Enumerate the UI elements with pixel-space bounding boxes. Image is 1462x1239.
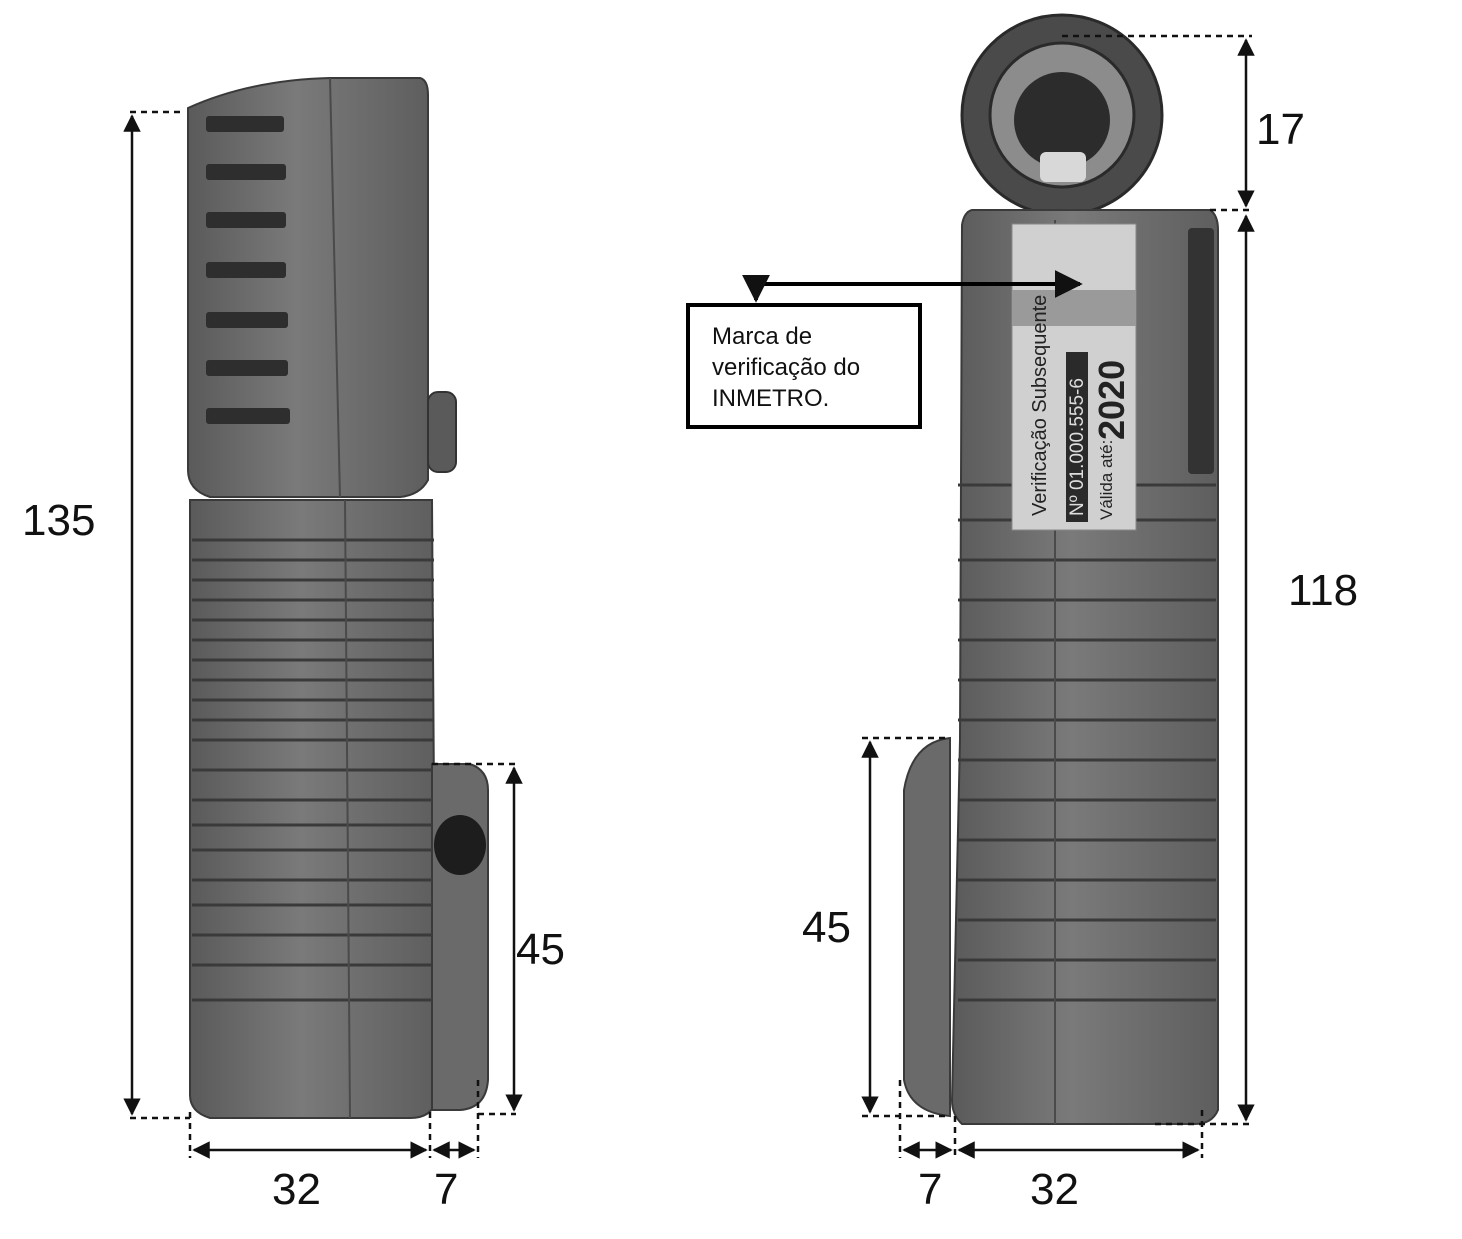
callout-line-3: INMETRO. bbox=[712, 385, 830, 412]
right-width-main-label: 32 bbox=[1030, 1165, 1079, 1214]
right-height-bottom-label: 45 bbox=[802, 903, 851, 952]
right-height-top-label: 17 bbox=[1256, 105, 1305, 154]
left-device-cap bbox=[187, 77, 429, 498]
left-device bbox=[187, 77, 489, 1119]
right-width-side-label: 7 bbox=[918, 1165, 942, 1214]
left-device-body bbox=[189, 499, 438, 1119]
right-height-main-label: 118 bbox=[1288, 566, 1358, 615]
sticker-validity-label: Válida até: bbox=[1097, 440, 1116, 520]
callout-arrow bbox=[742, 270, 1083, 303]
body-ribs bbox=[192, 538, 434, 1002]
sticker-line2: Nº 01.000.555-6 bbox=[1067, 378, 1088, 516]
left-width-side-label: 7 bbox=[434, 1165, 458, 1214]
left-width-main-label: 32 bbox=[272, 1165, 321, 1214]
inmetro-sticker: Verificação Subsequente Nº 01.000.555-6 … bbox=[1011, 223, 1137, 531]
vent-slots bbox=[206, 116, 290, 424]
side-knob bbox=[427, 391, 457, 473]
strap-knot bbox=[434, 815, 486, 875]
sticker-year: 2020 bbox=[1091, 360, 1132, 440]
right-device-side-block bbox=[903, 736, 951, 1118]
sticker-line1: Verificação Subsequente bbox=[1029, 295, 1051, 516]
right-dimensions bbox=[861, 34, 1255, 1159]
front-ribs bbox=[958, 483, 1216, 1002]
callout-line-2: verificação do bbox=[712, 354, 861, 381]
left-dimensions bbox=[123, 110, 523, 1159]
inmetro-callout-box: Marca de verificação do INMETRO. bbox=[686, 303, 922, 429]
right-device: Verificação Subsequente Nº 01.000.555-6 … bbox=[903, 13, 1219, 1125]
left-height-bottom-label: 45 bbox=[516, 925, 565, 974]
side-slot bbox=[1188, 228, 1214, 474]
left-height-total-label: 135 bbox=[22, 496, 95, 545]
callout-line-1: Marca de bbox=[712, 323, 813, 350]
